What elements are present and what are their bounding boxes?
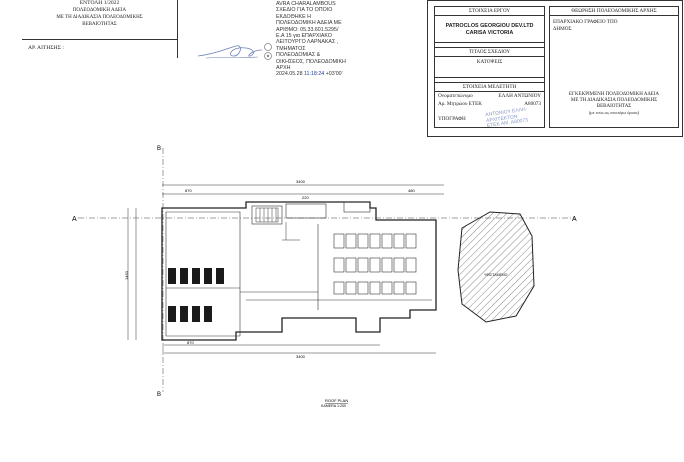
permit-procedure-line: ΜΕ ΤΗ ΔΙΑΔΙΚΑΣΙΑ ΠΟΛΕΟΔΟΜΙΚΗΣ: [56, 15, 143, 20]
dimension-overall-top: 3400: [296, 179, 306, 184]
plan-caption-title: ROOF PLAN: [325, 398, 348, 403]
section-a-left-label: A: [72, 216, 77, 223]
permit-type-line: ΠΟΛΕΟΔΟΜΙΚΗ ΑΔΕΙΑ: [72, 8, 127, 13]
drawing-title-header: ΤΙΤΛΟΣ ΣΧΕΔΙΟΥ: [435, 47, 544, 57]
permit-header-block: ΕΝΤΟΛΗ 1/2022 ΠΟΛΕΟΔΟΜΙΚΗ ΑΔΕΙΑ ΜΕ ΤΗ ΔΙ…: [22, 0, 178, 58]
application-number-label: ΑΡ. ΑΙΤΗΣΗΣ :: [28, 45, 64, 51]
permit-order-title: ΕΝΤΟΛΗ 1/2022: [79, 0, 120, 6]
dimension-top-right: 480: [408, 188, 415, 193]
permit-certificate-line: ΒΕΒΑΙΟΤΗΤΑΣ: [82, 22, 117, 27]
staircase: [255, 207, 300, 241]
section-b-bottom-label: B: [157, 392, 161, 398]
handwritten-signature: [197, 45, 263, 59]
dimension-top-mid: 220: [302, 195, 309, 200]
signature-label: ΥΠΟΓΡΑΦΗ: [438, 116, 466, 122]
approval-note-block: ΕΓΚΕΚΡΙΜΕΝΗ ΠΟΛΕΟΔΟΜΙΚΗ ΑΔΕΙΑ ΜΕ ΤΗ ΔΙΑΔ…: [569, 92, 659, 115]
dimension-bottom-left: 870: [187, 340, 194, 345]
digital-seal-icon: [264, 43, 272, 60]
existing-building-label: ΥΦΙΣΤΑΜΕΝΟ: [484, 273, 508, 277]
study-info-header: ΣΤΟΙΧΕΙΑ ΜΕΛΕΤΗΤΗ: [435, 82, 544, 92]
signature-timestamp: 2024.05.28 11:18:24 +03'00': [276, 71, 343, 78]
dimension-top-left: 870: [185, 188, 192, 193]
floor-plan-drawing: A A B B 3400 870 220 480 1450: [72, 146, 577, 408]
dimension-bottom-overall: 3400: [296, 354, 306, 359]
project-name: CARISA VICTORIA: [435, 30, 544, 43]
section-b-top-label: B: [157, 146, 161, 152]
project-info-box: ΣΤΟΙΧΕΙΑ ΕΡΓΟΥ PATROCLOS GEORGIOU DEV.LT…: [434, 6, 545, 128]
architect-name-row: Ονοματεπώνυμο ΕΛΛΗ ΑΝΤΩΝΙΟΥ: [438, 93, 541, 99]
drawing-title: ΚΑΤΟΨΕΙΣ: [435, 57, 544, 78]
project-info-header: ΣΤΟΙΧΕΙΑ ΕΡΓΟΥ: [435, 7, 544, 16]
project-owner: PATROCLOS GEORGIOU DEV.LTD: [445, 23, 534, 29]
architect-registration-row: Αρ. Μητρώου ΕΤΕΚ A80073: [438, 101, 541, 107]
solar-panel-array: [333, 233, 417, 295]
dimension-side: 1450: [124, 270, 129, 280]
title-block: [427, 0, 683, 137]
digital-signature-text: AVRA CHARALAMBOUS ΣΧΕΔΙΟ ΓΙΑ ΤΟ ΟΠΟΙΟ ΕΚ…: [276, 1, 366, 78]
plan-caption-scale: KAMERA 1:200: [321, 404, 346, 408]
authority-header: ΘΕΩΡΗΣΗ ΠΟΛΕΟΔΟΜΙΚΗΣ ΑΡΧΗΣ: [550, 7, 678, 16]
section-a-right-label: A: [572, 216, 577, 223]
authority-approval-box: ΘΕΩΡΗΣΗ ΠΟΛΕΟΔΟΜΙΚΗΣ ΑΡΧΗΣ ΕΠΑΡΧΙΑΚΟ ΓΡΑ…: [549, 6, 679, 128]
rooftop-units-left: [168, 268, 224, 322]
provincial-office-label: ΕΠΑΡΧΙΑΚΟ ΓΡΑΦΕΙΟ ΤΠΟ: [553, 19, 618, 25]
municipality-label: ΔΗΜΟΣ: [553, 26, 572, 32]
existing-building-hatched: [457, 211, 535, 323]
